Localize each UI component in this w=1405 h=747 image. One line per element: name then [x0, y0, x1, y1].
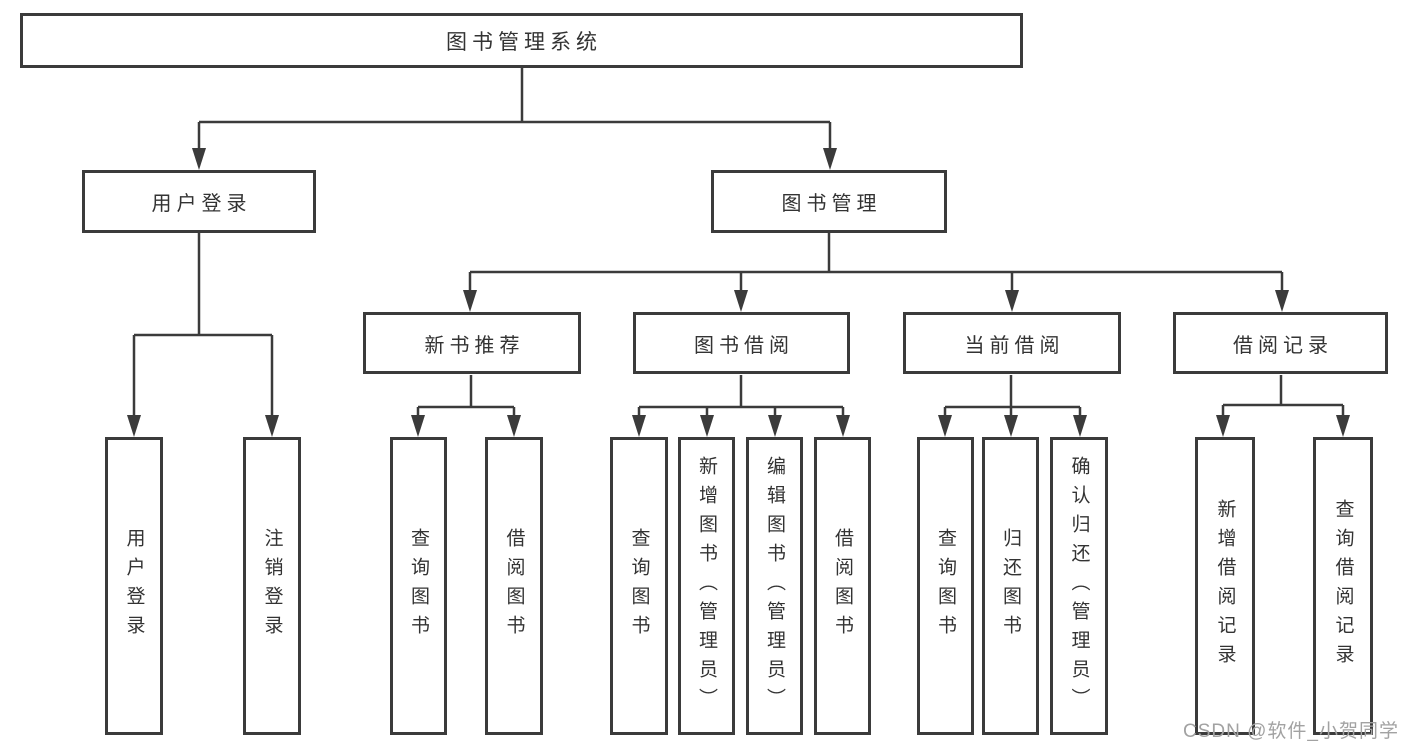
leaf-user-login-label: 用户登录: [123, 528, 145, 644]
leaf-logout: 注销登录: [243, 437, 301, 735]
arrowheads: [127, 148, 1350, 437]
leaf-edit-book-admin: 编辑图书（管理员）: [746, 437, 803, 735]
connector-userlogin-to-leaves: [132, 233, 274, 419]
leaf-add-borrow-record: 新增借阅记录: [1195, 437, 1255, 735]
node-borrow-records: 借阅记录: [1173, 312, 1388, 374]
leaf-query-borrow-record-label: 查询借阅记录: [1332, 499, 1354, 673]
leaf-current-query-books: 查询图书: [917, 437, 974, 735]
leaf-borrow-borrow-books-label: 借阅图书: [832, 528, 853, 644]
leaf-add-borrow-record-label: 新增借阅记录: [1214, 499, 1236, 673]
leaf-confirm-return-admin-label: 确认归还（管理员）: [1068, 455, 1090, 717]
node-user-login: 用户登录: [82, 170, 316, 233]
leaf-add-book-admin-label: 新增图书（管理员）: [696, 455, 717, 717]
node-root-library-management-system: 图书管理系统: [20, 13, 1023, 68]
node-new-book-recommend: 新书推荐: [363, 312, 581, 374]
leaf-return-book-label: 归还图书: [1000, 528, 1021, 644]
connector-newbook-to-leaves: [416, 375, 516, 421]
connector-borrowrecords-to-leaves: [1221, 375, 1345, 421]
leaf-newbook-borrow-books-label: 借阅图书: [503, 528, 525, 644]
leaf-newbook-borrow-books: 借阅图书: [485, 437, 543, 735]
node-book-borrow: 图书借阅: [633, 312, 850, 374]
leaf-newbook-query-books: 查询图书: [390, 437, 447, 735]
leaf-newbook-query-books-label: 查询图书: [408, 528, 429, 644]
connector-bookmgmt-to-level3: [468, 233, 1284, 294]
connector-root-to-level2: [197, 68, 832, 152]
leaf-logout-label: 注销登录: [261, 528, 283, 644]
leaf-add-book-admin: 新增图书（管理员）: [678, 437, 735, 735]
leaf-return-book: 归还图书: [982, 437, 1039, 735]
leaf-current-query-books-label: 查询图书: [935, 528, 956, 644]
leaf-user-login: 用户登录: [105, 437, 163, 735]
leaf-borrow-borrow-books: 借阅图书: [814, 437, 871, 735]
connector-bookborrow-to-leaves: [637, 375, 845, 421]
leaf-borrow-query-books-label: 查询图书: [628, 528, 650, 644]
leaf-confirm-return-admin: 确认归还（管理员）: [1050, 437, 1108, 735]
node-book-management: 图书管理: [711, 170, 947, 233]
node-current-borrow: 当前借阅: [903, 312, 1121, 374]
leaf-query-borrow-record: 查询借阅记录: [1313, 437, 1373, 735]
csdn-watermark: CSDN @软件_小贺同学: [1183, 721, 1399, 742]
leaf-edit-book-admin-label: 编辑图书（管理员）: [764, 455, 785, 717]
leaf-borrow-query-books: 查询图书: [610, 437, 668, 735]
connector-currentborrow-to-leaves: [943, 375, 1082, 421]
